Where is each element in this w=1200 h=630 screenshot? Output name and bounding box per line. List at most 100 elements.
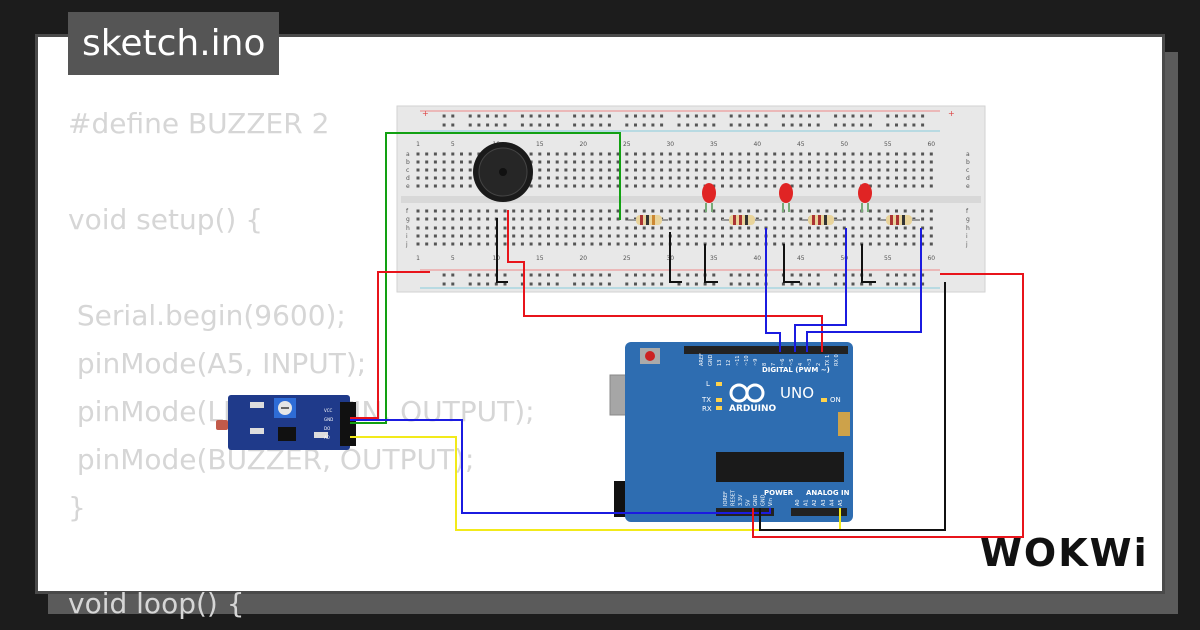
breadboard-hole[interactable] (468, 242, 472, 246)
breadboard-hole[interactable] (564, 209, 568, 213)
breadboard-hole[interactable] (921, 217, 925, 221)
breadboard-hole[interactable] (694, 176, 698, 180)
breadboard-hole[interactable] (825, 176, 829, 180)
breadboard-hole[interactable] (642, 209, 646, 213)
breadboard-hole[interactable] (607, 209, 611, 213)
rail-hole[interactable] (520, 282, 524, 286)
rail-hole[interactable] (755, 282, 759, 286)
breadboard-hole[interactable] (590, 152, 594, 156)
breadboard-hole[interactable] (929, 168, 933, 172)
rail-hole[interactable] (642, 123, 646, 127)
rail-hole[interactable] (520, 114, 524, 118)
breadboard-hole[interactable] (868, 176, 872, 180)
breadboard-hole[interactable] (642, 176, 646, 180)
breadboard-hole[interactable] (825, 234, 829, 238)
breadboard-hole[interactable] (590, 184, 594, 188)
breadboard-hole[interactable] (886, 152, 890, 156)
breadboard-hole[interactable] (451, 184, 455, 188)
rail-hole[interactable] (781, 282, 785, 286)
rail-hole[interactable] (599, 123, 603, 127)
breadboard-hole[interactable] (573, 152, 577, 156)
breadboard-hole[interactable] (825, 242, 829, 246)
rail-hole[interactable] (660, 273, 664, 277)
breadboard-hole[interactable] (877, 176, 881, 180)
breadboard-hole[interactable] (860, 152, 864, 156)
breadboard-hole[interactable] (747, 184, 751, 188)
breadboard-hole[interactable] (747, 209, 751, 213)
breadboard-hole[interactable] (486, 234, 490, 238)
breadboard-hole[interactable] (555, 217, 559, 221)
breadboard-hole[interactable] (790, 160, 794, 164)
breadboard-hole[interactable] (564, 184, 568, 188)
rail-hole[interactable] (634, 273, 637, 277)
breadboard-hole[interactable] (677, 209, 681, 213)
rail-hole[interactable] (729, 282, 733, 286)
rail-hole[interactable] (790, 273, 794, 277)
breadboard-hole[interactable] (747, 168, 751, 172)
rail-hole[interactable] (799, 273, 803, 277)
breadboard-hole[interactable] (816, 160, 820, 164)
breadboard-hole[interactable] (668, 176, 672, 180)
rail-hole[interactable] (816, 114, 820, 118)
breadboard-hole[interactable] (886, 242, 890, 246)
rail-hole[interactable] (912, 114, 916, 118)
rail-hole[interactable] (781, 123, 785, 127)
rail-hole[interactable] (468, 273, 472, 277)
rail-hole[interactable] (468, 282, 472, 286)
resistor-icon[interactable] (880, 215, 920, 225)
breadboard-hole[interactable] (442, 234, 446, 238)
breadboard-hole[interactable] (607, 176, 611, 180)
breadboard-hole[interactable] (929, 209, 933, 213)
breadboard-hole[interactable] (694, 242, 698, 246)
breadboard-hole[interactable] (921, 234, 925, 238)
breadboard-hole[interactable] (764, 217, 768, 221)
breadboard-hole[interactable] (416, 226, 420, 230)
rail-hole[interactable] (607, 282, 611, 286)
breadboard-hole[interactable] (755, 242, 759, 246)
breadboard-hole[interactable] (842, 152, 846, 156)
breadboard-hole[interactable] (929, 242, 933, 246)
breadboard-hole[interactable] (625, 184, 629, 188)
breadboard-hole[interactable] (425, 152, 429, 156)
breadboard-hole[interactable] (808, 184, 811, 188)
breadboard-hole[interactable] (834, 226, 838, 230)
breadboard-hole[interactable] (721, 168, 724, 172)
breadboard-hole[interactable] (694, 209, 698, 213)
rail-hole[interactable] (547, 123, 550, 127)
breadboard-hole[interactable] (547, 226, 550, 230)
breadboard-hole[interactable] (564, 160, 568, 164)
breadboard-hole[interactable] (503, 217, 507, 221)
breadboard-hole[interactable] (634, 168, 637, 172)
rail-hole[interactable] (755, 273, 759, 277)
breadboard-hole[interactable] (573, 226, 577, 230)
breadboard-hole[interactable] (903, 184, 907, 188)
rail-hole[interactable] (625, 114, 629, 118)
rail-hole[interactable] (468, 114, 472, 118)
breadboard-hole[interactable] (555, 160, 559, 164)
breadboard-hole[interactable] (660, 184, 664, 188)
breadboard-hole[interactable] (599, 176, 603, 180)
breadboard-hole[interactable] (721, 152, 724, 156)
breadboard-hole[interactable] (416, 242, 420, 246)
rail-hole[interactable] (607, 114, 611, 118)
rail-hole[interactable] (538, 282, 542, 286)
breadboard-hole[interactable] (677, 184, 681, 188)
rail-hole[interactable] (634, 114, 637, 118)
breadboard-hole[interactable] (790, 234, 794, 238)
breadboard-hole[interactable] (442, 160, 446, 164)
breadboard-hole[interactable] (599, 152, 603, 156)
breadboard-hole[interactable] (547, 217, 550, 221)
rail-hole[interactable] (868, 273, 872, 277)
led-icon[interactable] (858, 183, 872, 212)
rail-hole[interactable] (625, 273, 629, 277)
breadboard-hole[interactable] (442, 152, 446, 156)
breadboard-hole[interactable] (547, 160, 550, 164)
breadboard-hole[interactable] (581, 152, 585, 156)
breadboard-hole[interactable] (816, 176, 820, 180)
rail-hole[interactable] (703, 282, 707, 286)
breadboard-hole[interactable] (599, 234, 603, 238)
breadboard-hole[interactable] (912, 160, 916, 164)
rail-hole[interactable] (686, 114, 690, 118)
breadboard-hole[interactable] (808, 176, 811, 180)
breadboard-hole[interactable] (529, 184, 533, 188)
